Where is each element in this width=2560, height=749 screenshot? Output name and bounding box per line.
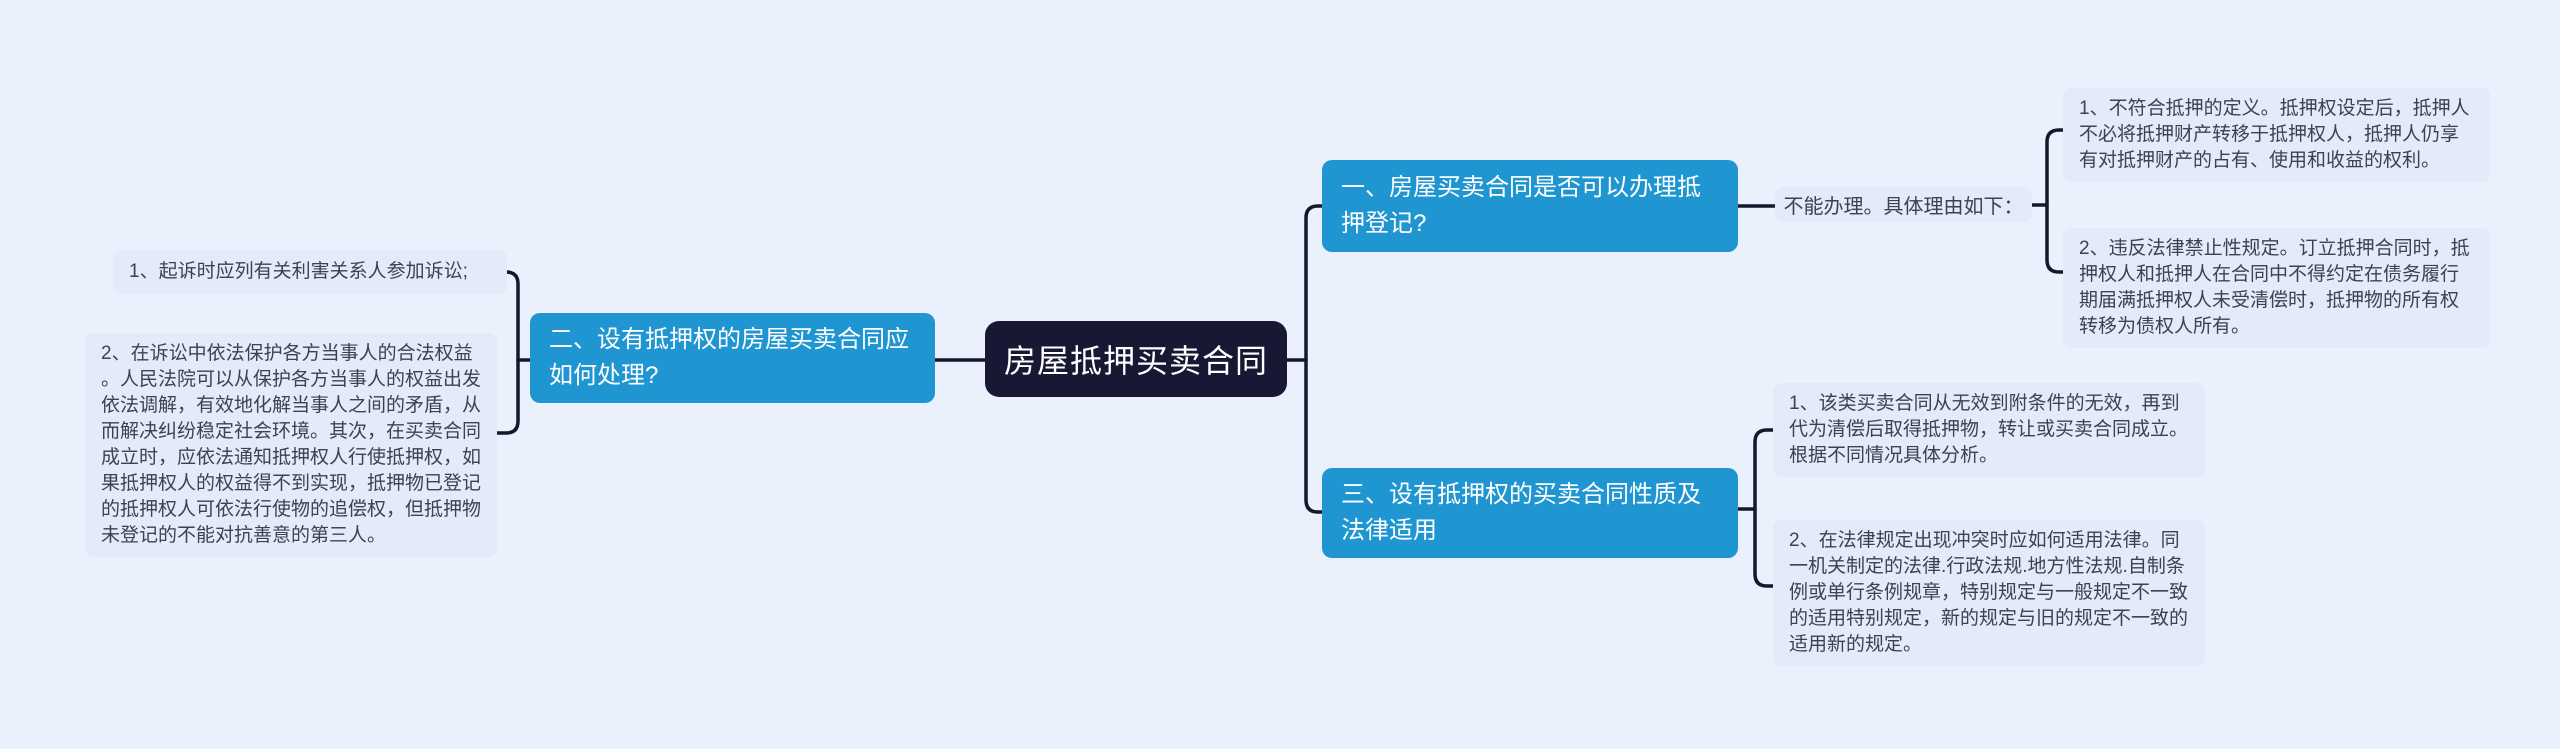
leaf-node-three-1[interactable]: 1、该类买卖合同从无效到附条件的无效，再到代为清偿后取得抵押物，转让或买卖合同成… (1773, 383, 2205, 477)
leaf-node-three-2[interactable]: 2、在法律规定出现冲突时应如何适用法律。同一机关制定的法律.行政法规.地方性法规… (1773, 520, 2205, 666)
connector-one-children-bracket (2045, 128, 2065, 274)
leaf-node-one-2[interactable]: 2、违反法律禁止性规定。订立抵押合同时，抵押权人和抵押人在合同中不得约定在债务履… (2063, 228, 2490, 348)
leaf-node-one-1[interactable]: 1、不符合抵押的定义。抵押权设定后，抵押人不必将抵押财产转移于抵押权人，抵押人仍… (2063, 88, 2490, 182)
branch-topic-node-one[interactable]: 一、房屋买卖合同是否可以办理抵押登记? (1322, 160, 1738, 252)
central-topic-node[interactable]: 房屋抵押买卖合同 (985, 321, 1287, 397)
branch-topic-node-two[interactable]: 二、设有抵押权的房屋买卖合同应如何处理? (530, 313, 935, 403)
branch-topic-node-three[interactable]: 三、设有抵押权的买卖合同性质及法律适用 (1322, 468, 1738, 558)
leaf-node-left-2[interactable]: 2、在诉讼中依法保护各方当事人的合法权益。人民法院可以从保护各方当事人的权益出发… (85, 333, 497, 557)
connector-left-bracket (495, 270, 520, 435)
branch-topic-label: 二、设有抵押权的房屋买卖合同应如何处理? (549, 326, 909, 389)
note-node-cannot-register[interactable]: 不能办理。具体理由如下： (1775, 187, 2032, 222)
connector-three-children-bracket (1753, 428, 1775, 588)
connector-right-bracket (1304, 204, 1324, 514)
leaf-node-left-1[interactable]: 1、起诉时应列有关利害关系人参加诉讼; (113, 250, 507, 294)
branch-topic-label: 一、房屋买卖合同是否可以办理抵押登记? (1341, 174, 1701, 237)
branch-topic-label: 三、设有抵押权的买卖合同性质及法律适用 (1341, 481, 1701, 544)
